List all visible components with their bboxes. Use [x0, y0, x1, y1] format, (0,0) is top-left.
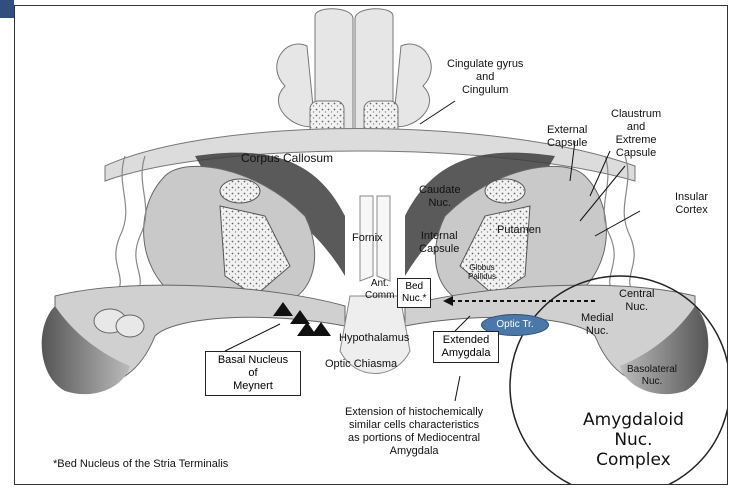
bed-nucleus-box: Bed Nuc.* [397, 278, 431, 308]
label-cingulate: Cingulate gyrus and Cingulum [447, 58, 523, 97]
label-basolateral: Basolateral Nuc. [627, 364, 677, 388]
extended-amygdala-box: Extended Amygdala [433, 331, 499, 363]
label-ant-comm: Ant. Comm [365, 278, 394, 302]
label-central-nuc: Central Nuc. [619, 288, 654, 314]
label-extension-note: Extension of histochemically similar cel… [345, 406, 483, 458]
footnote-bed-nucleus: *Bed Nucleus of the Stria Terminalis [53, 458, 228, 471]
label-internal-capsule: Internal Capsule [419, 230, 459, 256]
label-caudate: Caudate Nuc. [419, 184, 461, 210]
label-medial-nuc: Medial Nuc. [581, 312, 613, 338]
label-amygdaloid-complex: Amygdaloid Nuc. Complex [583, 410, 684, 470]
label-putamen: Putamen [497, 224, 541, 237]
label-globus-pallidus: Globus Pallidus [468, 263, 496, 281]
window-corner-tab [0, 0, 14, 18]
label-corpus-callosum: Corpus Callosum [241, 152, 333, 165]
label-insular-cortex: Insular Cortex [675, 191, 708, 217]
label-fornix: Fornix [352, 232, 383, 245]
basal-nucleus-box: Basal Nucleus of Meynert [205, 351, 301, 396]
diagram-frame: Cingulate gyrus and Cingulum Corpus Call… [14, 5, 728, 485]
label-claustrum: Claustrum and Extreme Capsule [611, 108, 661, 160]
label-hypothalamus: Hypothalamus [339, 332, 409, 345]
label-optic-chiasma: Optic Chiasma [325, 358, 397, 371]
label-external-capsule: External Capsule [547, 124, 587, 150]
cingulate-gyri [277, 9, 431, 146]
